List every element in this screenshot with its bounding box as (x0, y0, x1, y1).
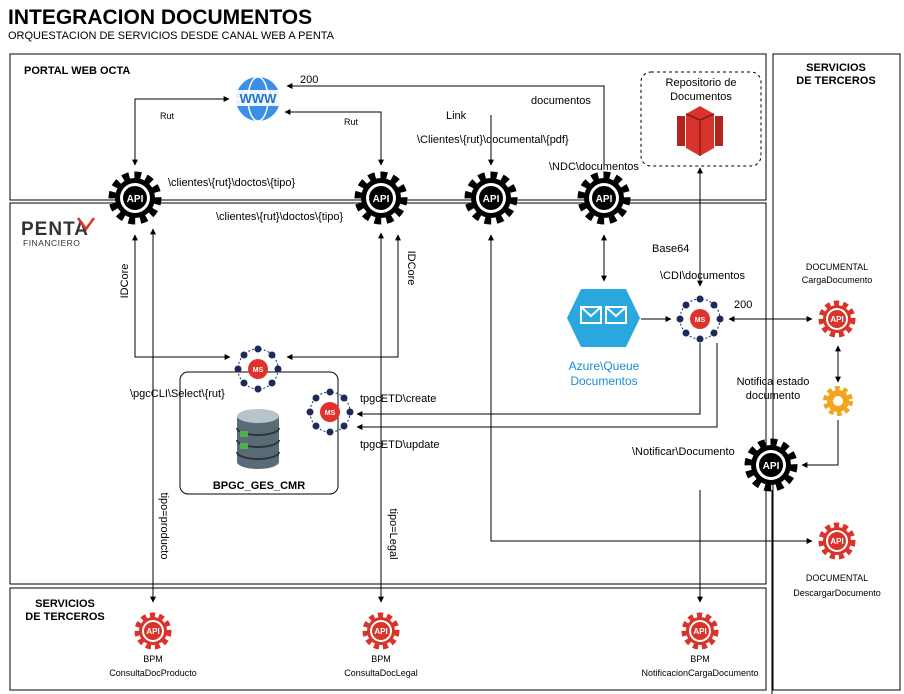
api-gear-icon-1: API (108, 171, 162, 225)
diagram-subtitle: ORQUESTACION DE SERVICIOS DESDE CANAL WE… (8, 30, 335, 42)
api-red-gear-icon-bpm1: API (134, 612, 172, 650)
conn-api3-descargar (488, 234, 813, 544)
label-notifica-1: Notifica estado (737, 376, 810, 388)
conn-api1-ms1 (132, 234, 231, 360)
conn-api2-ms1 (286, 234, 401, 360)
svg-text:API: API (483, 194, 500, 205)
svg-text:MS: MS (253, 367, 264, 374)
terceros-bottom-label-1: SERVICIOS (35, 598, 95, 610)
carga-label-1: DOCUMENTAL (806, 262, 868, 272)
api-gear-icon-3: API (464, 171, 518, 225)
api-red-gear-icon-bpm2: API (362, 612, 400, 650)
bpm2-label-1: BPM (371, 654, 391, 664)
microservice-hub-icon-2: MS (306, 388, 354, 436)
descargar-label-1: DOCUMENTAL (806, 573, 868, 583)
penta-logo: PENTA FINANCIERO (21, 217, 96, 248)
conn-gear-api5 (801, 420, 839, 468)
svg-text:API: API (830, 537, 843, 546)
bpm3-label-2: NotificacionCargaDocumento (641, 668, 758, 678)
queue-label-2: Documentos (570, 374, 637, 388)
repositorio-label-2: Documentos (670, 91, 732, 103)
api-red-gear-icon-bpm3: API (681, 612, 719, 650)
svg-text:WWW: WWW (240, 91, 278, 106)
label-cdi: \CDI\documentos (660, 270, 745, 282)
api-red-gear-icon-descargar: API (818, 522, 856, 560)
api-gear-icon-4: API (577, 171, 631, 225)
svg-text:FINANCIERO: FINANCIERO (23, 238, 80, 248)
label-path-api1: \clientes\{rut}\doctos\{tipo} (168, 177, 296, 189)
label-update: tpgcETD\update (360, 439, 440, 451)
label-create: tpgcETD\create (360, 393, 436, 405)
api-red-gear-icon-carga: API (818, 300, 856, 338)
database-icon (236, 409, 280, 469)
label-200-top: 200 (300, 74, 318, 86)
orange-gear-icon (823, 386, 853, 416)
queue-label-1: Azure\Queue (569, 359, 640, 373)
bpm2-label-2: ConsultaDocLegal (344, 668, 418, 678)
label-ndc: \NDC\documentos (549, 161, 639, 173)
terceros-bottom-region (9, 587, 767, 691)
diagram-title: INTEGRACION DOCUMENTOS (8, 6, 312, 29)
api-gear-icon-5: API (744, 438, 798, 492)
svg-text:API: API (374, 627, 387, 636)
bpm1-label-2: ConsultaDocProducto (109, 668, 197, 678)
svg-text:API: API (693, 627, 706, 636)
carga-label-2: CargaDocumento (802, 275, 873, 285)
svg-text:API: API (763, 461, 780, 472)
label-200-mid: 200 (734, 299, 752, 311)
label-rut-left: Rut (160, 111, 175, 121)
label-tipo-producto: tipo=producto (158, 493, 170, 560)
www-globe-icon: WWW (232, 76, 284, 122)
conn-www-api4-200 (286, 83, 605, 165)
label-path-pdf: \Clientes\{rut}\documental\{pdf} (417, 134, 569, 146)
svg-text:API: API (127, 194, 144, 205)
terceros-bottom-label-2: DE TERCEROS (25, 611, 104, 623)
svg-text:API: API (830, 315, 843, 324)
label-notifica-2: documento (746, 390, 800, 402)
svg-text:API: API (146, 627, 159, 636)
label-link: Link (446, 110, 467, 122)
svg-text:MS: MS (325, 410, 336, 417)
svg-text:API: API (373, 194, 390, 205)
conn-www-api1 (132, 96, 230, 166)
label-tipo-legal: tipo=Legal (387, 508, 399, 559)
label-documentos: documentos (531, 95, 591, 107)
descargar-label-2: DescargarDocumento (793, 588, 881, 598)
repositorio-box (640, 71, 762, 167)
label-db: BPGC_GES_CMR (213, 480, 305, 492)
terceros-right-label-2: DE TERCEROS (796, 75, 875, 87)
label-pgccli: \pgcCLI\Select\{rut} (130, 388, 225, 400)
label-base64: Base64 (652, 243, 689, 255)
microservice-hub-icon-3: MS (676, 295, 724, 343)
svg-text:API: API (596, 194, 613, 205)
svg-text:PENTA: PENTA (21, 219, 89, 240)
s3-bucket-icon (677, 106, 723, 156)
api-gear-icon-2: API (354, 171, 408, 225)
conn-www-api2 (284, 109, 384, 166)
repositorio-label-1: Repositorio de (666, 77, 737, 89)
terceros-right-label-1: SERVICIOS (806, 62, 866, 74)
bpm1-label-1: BPM (143, 654, 163, 664)
portal-label: PORTAL WEB OCTA (24, 65, 130, 77)
label-rut-right: Rut (344, 117, 359, 127)
label-idcore-right: IDCore (405, 251, 417, 286)
label-notificar: \Notificar\Documento (632, 446, 735, 458)
azure-queue-icon (567, 289, 640, 347)
label-path-api2: \clientes\{rut}\doctos\{tipo} (216, 211, 344, 223)
bpm3-label-1: BPM (690, 654, 710, 664)
label-idcore-left: IDCore (119, 264, 131, 299)
svg-text:MS: MS (695, 317, 706, 324)
microservice-hub-icon-1: MS (234, 345, 282, 393)
